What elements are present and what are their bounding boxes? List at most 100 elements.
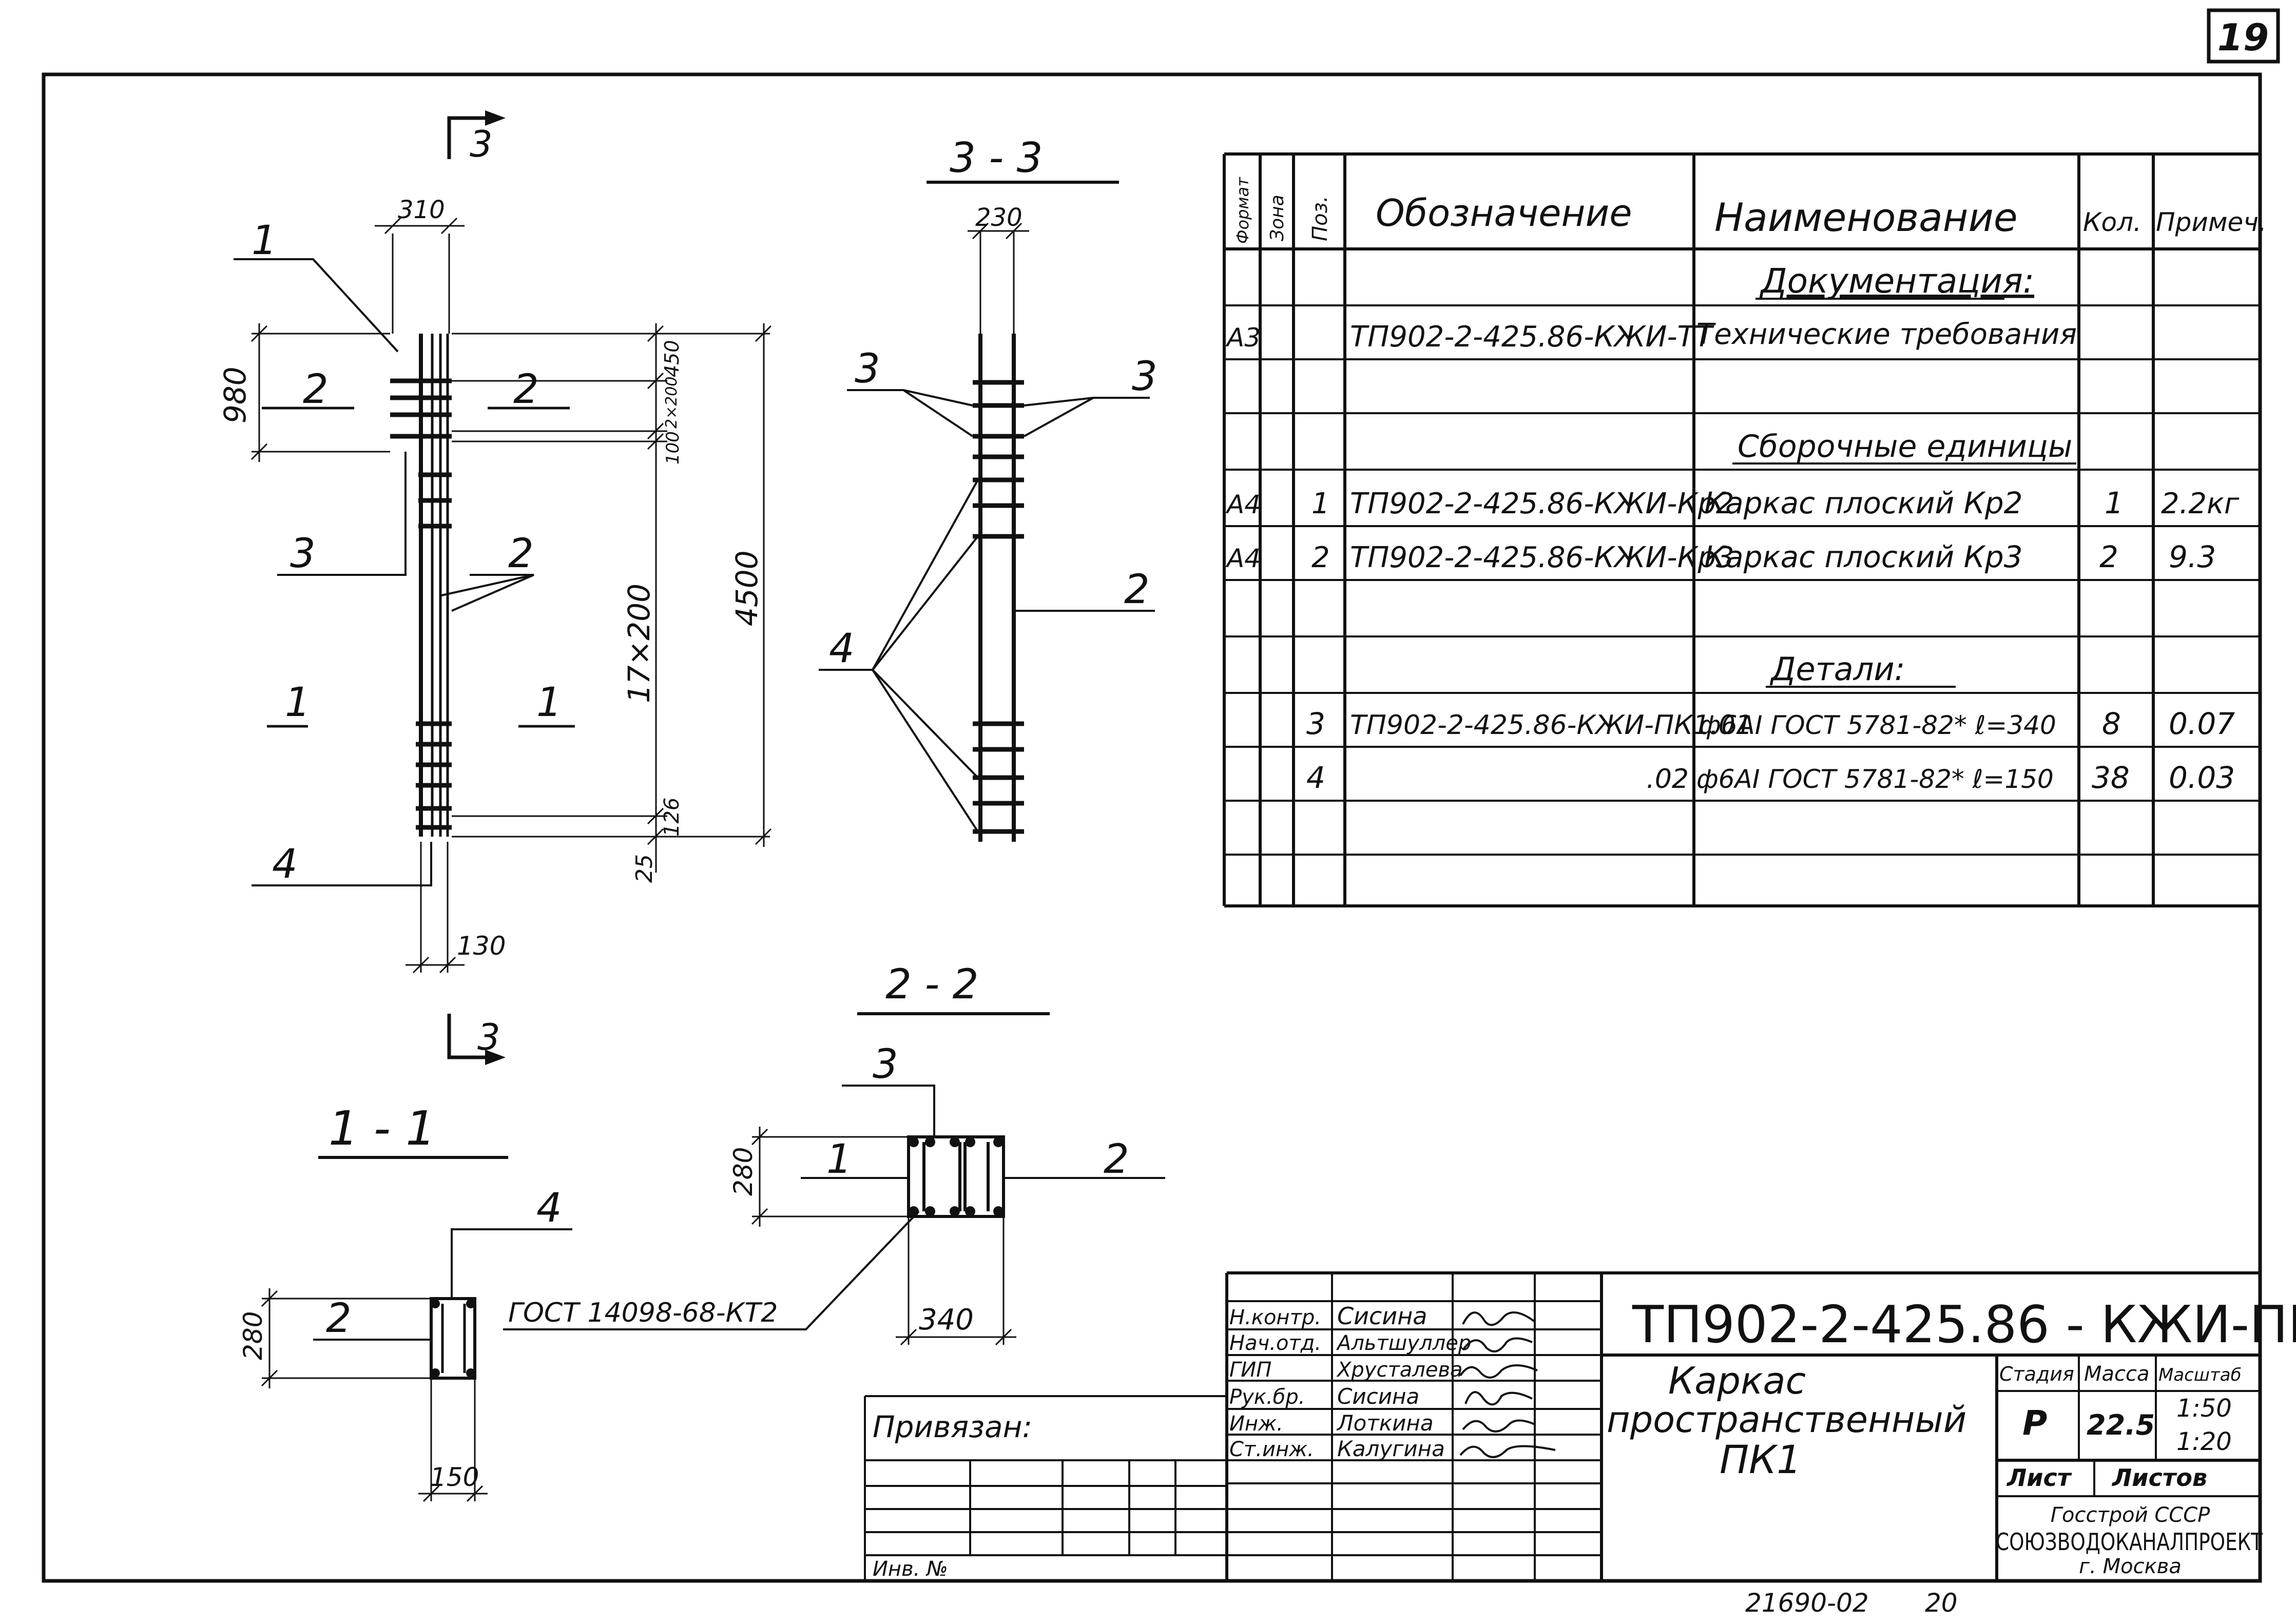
s33-dim-230: 230: [975, 203, 1022, 232]
spec-header-name: Наименование: [1714, 195, 2018, 240]
signer-role: Инж.: [1229, 1412, 1283, 1436]
signer-role: Н.контр.: [1229, 1306, 1321, 1329]
spec-header-pos: Поз.: [1308, 196, 1332, 241]
elev-dim-17x200: 17×200: [622, 584, 657, 703]
s11-dimensions: [261, 1288, 488, 1502]
spec-row-format: А4: [1225, 544, 1261, 573]
stage-header: Стадия: [1999, 1363, 2074, 1385]
spec-row-lines: [1224, 304, 2260, 856]
spec-header-qty: Кол.: [2083, 207, 2141, 237]
s22-cage: [907, 1135, 1005, 1218]
spec-row-heading-assemblies: Сборочные единицы: [1738, 429, 2072, 465]
sheet-label: Лист: [2006, 1464, 2072, 1492]
spec-header-zone: Зона: [1267, 195, 1288, 241]
sheet-frame: [42, 72, 2262, 1583]
spec-row-name: Каркас плоский Кр2: [1704, 486, 2023, 520]
spec-row-pos: 2: [1311, 541, 1330, 574]
s11-weld-note: ГОСТ 14098-68-КТ2: [508, 1298, 778, 1328]
spec-row-heading-docs: Документация:: [1759, 261, 2034, 301]
elevation-leaders: [234, 258, 534, 886]
spec-table: [1223, 152, 2260, 907]
cut-label-top: 3: [470, 123, 493, 165]
s33-leaders: [819, 389, 1155, 833]
spec-row-note: 0.03: [2169, 760, 2235, 795]
s22-bars: [909, 1137, 1004, 1216]
spec-header-format: Формат: [1233, 177, 1252, 244]
signer-name: Сисина: [1337, 1384, 1419, 1409]
elev-dim-100: 100: [663, 431, 683, 465]
elev-label-sec2-right: 2: [513, 366, 539, 413]
spec-row-note: 0.07: [2169, 706, 2235, 741]
spec-row-pos: 3: [1306, 706, 1325, 741]
spec-row-designation: .02: [1646, 764, 1689, 795]
elev-label-pos3: 3: [290, 531, 316, 577]
spec-header-designation: Обозначение: [1376, 191, 1632, 235]
signer-name: Калугина: [1337, 1436, 1445, 1461]
signer-name: Хрусталева: [1336, 1358, 1463, 1382]
elev-dim-126: 126: [660, 798, 684, 837]
s22-label-1: 1: [826, 1136, 852, 1183]
elev-dim-980: 980: [218, 366, 253, 423]
stirrups-top: [390, 378, 452, 529]
object-name-l1: Каркас: [1668, 1359, 1806, 1402]
title-block: [864, 1271, 2260, 1581]
s33-title: 3 - 3: [950, 134, 1043, 182]
elev-dim-310: 310: [398, 196, 445, 224]
s33-label-2: 2: [1124, 567, 1150, 613]
spec-row-name: ф6АI ГОСТ 5781-82* ℓ=150: [1696, 764, 2054, 794]
spec-row-designation: ТП902-2-425.86-КЖИ-ТТ: [1350, 320, 1714, 354]
spec-row-heading-parts: Детали:: [1769, 650, 1905, 688]
spec-row-name: ф6АI ГОСТ 5781-82* ℓ=340: [1699, 710, 2056, 740]
scale-header: Масштаб: [2158, 1365, 2242, 1385]
mass-header: Масса: [2084, 1362, 2150, 1386]
binding-box: [864, 1395, 1227, 1581]
spec-row-qty: 38: [2092, 760, 2130, 795]
org-l3: г. Москва: [2079, 1555, 2182, 1578]
cut-arrow-bottom: [485, 1050, 506, 1065]
s11-label-4: 4: [536, 1185, 562, 1231]
spec-row-name: Технические требования: [1696, 318, 2077, 351]
spec-col-lines: [1259, 154, 2155, 906]
elevation-view: 3 3: [234, 110, 772, 1065]
elev-dim-2x200: 2×200: [663, 377, 681, 429]
spec-row-qty: 1: [2105, 486, 2124, 520]
signer-name: Сисина: [1337, 1302, 1427, 1330]
s22-title: 2 - 2: [885, 960, 979, 1008]
stirrups-bottom: [416, 721, 452, 830]
spec-row-name: Каркас плоский Кр3: [1704, 539, 2023, 574]
bottom-format: 20: [1925, 1588, 1958, 1618]
s22-dim-280: 280: [728, 1147, 758, 1196]
spec-row-designation: ТП902-2-425.86-КЖИ-ПК1.01: [1350, 710, 1752, 741]
signer-role: Нач.отд.: [1229, 1331, 1321, 1355]
s11-dim-280: 280: [238, 1311, 268, 1360]
cut-label-bottom: 3: [477, 1016, 500, 1058]
cut-arrow-top: [485, 110, 506, 126]
mass-value: 22.5: [2087, 1409, 2155, 1441]
sheet-number-box: [2207, 8, 2280, 64]
s33-label-3-right: 3: [1132, 354, 1157, 400]
section-22-view: [751, 1012, 1165, 1346]
cut-marker-top: [447, 116, 485, 159]
s11-dim-150: 150: [430, 1462, 479, 1492]
signer-role: Ст.инж.: [1229, 1438, 1314, 1461]
elev-dim-130: 130: [457, 931, 506, 961]
signer-role: ГИП: [1229, 1358, 1271, 1382]
org-l2: СОЮЗВОДОКАНАЛПРОЕКТ: [1996, 1528, 2263, 1556]
signer-role: Рук.бр.: [1229, 1385, 1305, 1409]
s33-dimensions: [968, 222, 1029, 334]
signer-rows: Н.контр. Сисина Нач.отд. Альтшуллер ГИП …: [1229, 1302, 1471, 1461]
s22-dimensions: [751, 1127, 1016, 1346]
spec-row-designation: ТП902-2-425.86-КЖИ-Кр2: [1350, 487, 1734, 520]
s22-leaders: [801, 1085, 1165, 1179]
signature-scribbles: [1459, 1311, 1556, 1458]
spec-row-note: 2.2кг: [2161, 487, 2240, 520]
s11-bars: [431, 1299, 475, 1378]
elev-dim-450: 450: [661, 340, 683, 377]
org-l1: Госстрой СССР: [2051, 1503, 2210, 1527]
s33-stirrups: [973, 380, 1024, 834]
elev-label-sec2-left: 2: [303, 366, 329, 413]
signer-name: Альтшуллер: [1336, 1331, 1471, 1355]
scale-value-1: 1:50: [2176, 1394, 2232, 1423]
stage-value: Р: [2022, 1403, 2047, 1443]
